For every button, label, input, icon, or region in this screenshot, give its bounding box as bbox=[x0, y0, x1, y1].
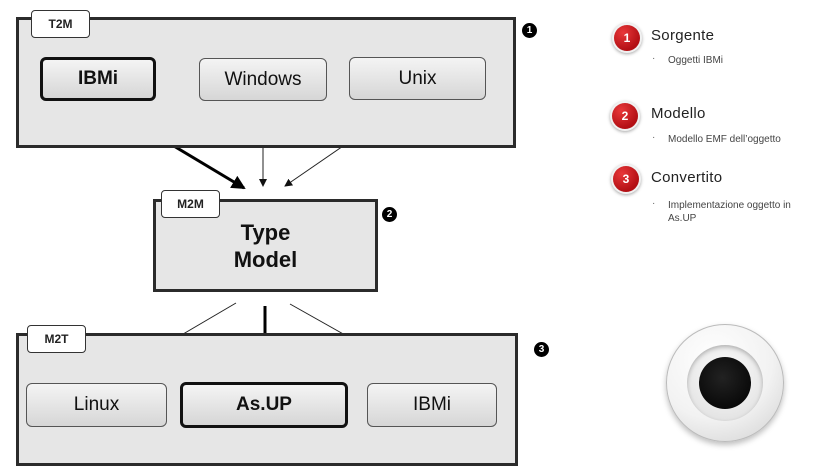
m2m-number-badge: 2 bbox=[382, 207, 397, 222]
legend-desc-modello: Modello EMF dell’oggetto bbox=[668, 134, 781, 145]
legend-title-sorgente: Sorgente bbox=[651, 27, 715, 44]
type-model-line2: Model bbox=[233, 246, 298, 272]
type-model-box: Type Model bbox=[153, 199, 378, 292]
t2m-node-unix: Unix bbox=[349, 57, 486, 100]
m2t-tag: M2T bbox=[27, 325, 86, 353]
legend-desc-convertito-line2: As.UP bbox=[668, 213, 697, 224]
record-button-core bbox=[699, 357, 751, 409]
legend-desc-convertito-line1: Implementazione oggetto in bbox=[668, 200, 791, 211]
m2t-number-badge: 3 bbox=[534, 342, 549, 357]
legend-number-badge-3: 3 bbox=[613, 166, 639, 192]
record-button-icon[interactable] bbox=[666, 324, 784, 442]
t2m-node-ibmi: IBMi bbox=[40, 57, 156, 101]
t2m-tag: T2M bbox=[31, 10, 90, 38]
legend-bullet-2: · bbox=[652, 132, 656, 143]
m2m-tag: M2M bbox=[161, 190, 220, 218]
legend-desc-convertito: Implementazione oggetto in As.UP bbox=[668, 199, 791, 225]
type-model-line1: Type bbox=[240, 219, 291, 245]
m2t-node-ibmi: IBMi bbox=[367, 383, 497, 427]
record-button-ring bbox=[687, 345, 763, 421]
legend-title-modello: Modello bbox=[651, 105, 706, 122]
legend-number-badge-2: 2 bbox=[612, 103, 638, 129]
t2m-node-windows: Windows bbox=[199, 58, 327, 101]
legend-desc-sorgente: Oggetti IBMi bbox=[668, 55, 724, 66]
t2m-number-badge: 1 bbox=[522, 23, 537, 38]
legend-bullet-1: · bbox=[652, 53, 656, 64]
m2t-node-linux: Linux bbox=[26, 383, 167, 427]
m2t-node-asup: As.UP bbox=[180, 382, 348, 428]
legend-number-badge-1: 1 bbox=[614, 25, 640, 51]
legend-title-convertito: Convertito bbox=[651, 169, 723, 186]
legend-bullet-3: · bbox=[652, 198, 656, 209]
